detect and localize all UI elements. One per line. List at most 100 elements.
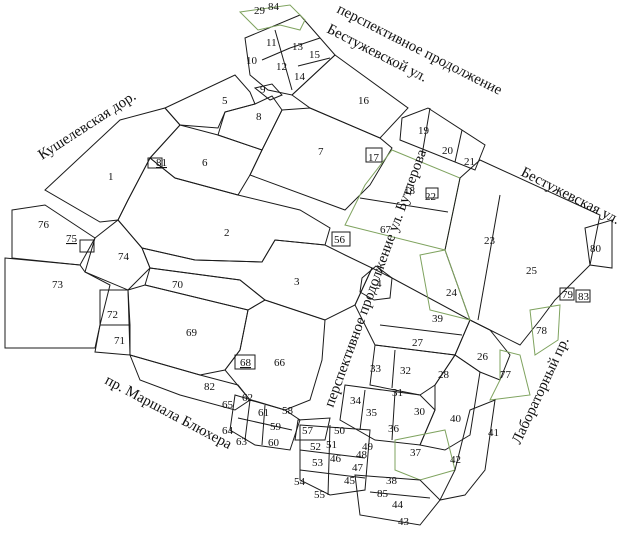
plot-label: 50 bbox=[334, 425, 346, 437]
plot-label: 12 bbox=[276, 61, 287, 73]
plot-label: 72 bbox=[107, 309, 118, 321]
plot-label: 20 bbox=[442, 145, 454, 157]
plot-label: 60 bbox=[268, 437, 280, 449]
plot-label: 84 bbox=[268, 1, 280, 13]
plot-label: 32 bbox=[400, 365, 411, 377]
plot-label: 61 bbox=[258, 407, 269, 419]
plot-outlines bbox=[4, 4, 613, 526]
plot-label: 44 bbox=[392, 499, 404, 511]
plot-outline-5 bbox=[164, 74, 256, 129]
plot-outline-41-42 bbox=[439, 399, 496, 501]
street-bestuzhevskaya: Бестужевская ул. bbox=[518, 164, 620, 228]
plot-label: 78 bbox=[536, 325, 548, 337]
plot-outline-7 bbox=[249, 107, 393, 211]
plot-label: 52 bbox=[310, 441, 321, 453]
plot-label: 70 bbox=[172, 279, 184, 291]
plot-outline-77 bbox=[489, 349, 531, 401]
plot-outline-4 bbox=[359, 265, 393, 301]
plot-label: 51 bbox=[326, 439, 337, 451]
plot-outline-2 bbox=[117, 157, 331, 263]
plot-outline-82 bbox=[129, 354, 251, 411]
plot-outline-33-32 bbox=[369, 344, 456, 396]
plot-outline-9 bbox=[253, 83, 283, 101]
plot-label: 83 bbox=[578, 291, 590, 303]
plot-outline-18-22-67 bbox=[344, 149, 461, 251]
plot-label: 63 bbox=[236, 436, 248, 448]
plot-outline-28 bbox=[419, 354, 481, 451]
plot-label: 16 bbox=[358, 95, 370, 107]
plot-label: 21 bbox=[464, 156, 475, 168]
plot-label: 74 bbox=[118, 251, 130, 263]
plot-outline-56 bbox=[331, 231, 351, 247]
plot-outline-76 bbox=[11, 204, 96, 266]
plot-label: 2 bbox=[224, 227, 230, 239]
plot-outline-75 bbox=[79, 239, 95, 253]
plot-outline-79 bbox=[559, 287, 575, 301]
plot-label: 6 bbox=[202, 157, 208, 169]
plot-label: 25 bbox=[526, 265, 538, 277]
plot-label: 58 bbox=[282, 405, 294, 417]
plot-label: 3 bbox=[294, 276, 300, 288]
plot-label: 26 bbox=[477, 351, 489, 363]
plot-label: 56 bbox=[334, 234, 346, 246]
street-kushelevskaya: Кушелевская дор. bbox=[35, 88, 139, 163]
plot-label: 43 bbox=[398, 516, 410, 528]
plot-outline-57 bbox=[294, 417, 331, 441]
plot-label: 48 bbox=[356, 449, 368, 461]
plot-label: 22 bbox=[425, 191, 436, 203]
plot-label: 35 bbox=[366, 407, 378, 419]
plot-label: 19 bbox=[418, 125, 430, 137]
plot-label: 59 bbox=[270, 421, 282, 433]
plot-outline-73 bbox=[4, 257, 111, 349]
plot-label: 75 bbox=[66, 233, 78, 245]
plot-label: 76 bbox=[38, 219, 50, 231]
plot-label: 11 bbox=[266, 37, 277, 49]
plot-outline-29-84 bbox=[238, 4, 306, 31]
plot-outline-38-43 bbox=[354, 474, 441, 526]
plot-label: 17 bbox=[368, 152, 380, 164]
plot-outline-37 bbox=[394, 429, 456, 481]
plot-outline-19-21 bbox=[399, 107, 486, 171]
plot-label: 13 bbox=[292, 41, 304, 53]
plot-outline-78 bbox=[529, 304, 561, 356]
plot-label: 66 bbox=[274, 357, 286, 369]
plot-label: 30 bbox=[414, 406, 426, 418]
plot-label: 73 bbox=[52, 279, 64, 291]
plot-label: 85 bbox=[377, 488, 389, 500]
plot-outline-17 bbox=[365, 147, 383, 163]
plot-outline-23-25 bbox=[444, 159, 601, 346]
plot-outline-16 bbox=[291, 54, 409, 139]
plot-label: 15 bbox=[309, 49, 321, 61]
plot-outline-small-58-65 bbox=[229, 394, 301, 451]
plot-label: 9 bbox=[260, 84, 266, 96]
plot-label: 45 bbox=[344, 475, 356, 487]
plot-outline-81 bbox=[147, 157, 163, 169]
plot-label: 28 bbox=[438, 369, 450, 381]
plot-outline-66 bbox=[224, 299, 326, 411]
plot-label: 7 bbox=[318, 146, 324, 158]
plot-label: 79 bbox=[562, 289, 574, 301]
plot-label: 64 bbox=[222, 425, 234, 437]
plot-label: 53 bbox=[312, 457, 324, 469]
plot-label: 8 bbox=[256, 111, 262, 123]
plot-label: 47 bbox=[352, 462, 364, 474]
plot-label: 67 bbox=[380, 224, 392, 236]
plot-label: 69 bbox=[186, 327, 198, 339]
plot-label: 38 bbox=[386, 475, 398, 487]
plot-label: 65 bbox=[222, 399, 234, 411]
plot-label: 41 bbox=[488, 427, 499, 439]
plot-outline-8 bbox=[217, 95, 283, 151]
plot-label: 10 bbox=[246, 55, 258, 67]
plot-outline-50-55 bbox=[299, 424, 371, 496]
plot-label: 77 bbox=[500, 369, 512, 381]
plot-outline-68 bbox=[234, 354, 256, 370]
plot-label: 24 bbox=[446, 287, 458, 299]
plot-label: 80 bbox=[590, 243, 602, 255]
plot-label: 14 bbox=[294, 71, 306, 83]
plot-label: 62 bbox=[242, 392, 253, 404]
plot-label: 71 bbox=[114, 335, 125, 347]
plot-label: 33 bbox=[370, 363, 382, 375]
plot-outline-83 bbox=[575, 289, 591, 303]
plot-label: 46 bbox=[330, 453, 342, 465]
